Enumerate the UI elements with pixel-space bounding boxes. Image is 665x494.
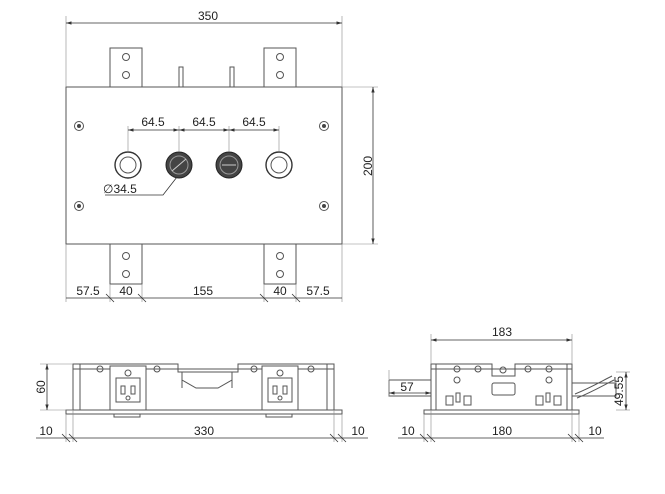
hole-3 [215,151,243,179]
dim-side-left-offset: 57 [400,380,414,394]
bracket-hole [276,252,284,260]
bracket-hole [122,252,130,260]
dim-side-bottom-right: 10 [588,424,602,438]
bracket-hole [122,53,130,61]
dim-hole-diameter: ∅34.5 [103,182,137,196]
bracket-hole [122,270,130,278]
hole-4 [265,151,293,179]
dim-bottom-1: 57.5 [76,284,100,298]
bracket-top-left [109,47,143,88]
pin [178,66,184,88]
dim-spacing-1: 64.5 [141,115,165,129]
front-socket-left [109,365,147,411]
dim-bottom-3: 155 [193,284,213,298]
dim-front-right: 10 [351,424,365,438]
top-view: 350 200 64.5 64.5 64.5 ∅34.5 57.5 40 [65,9,378,303]
main-plate [65,86,343,245]
corner-screws [74,121,329,211]
front-view: 60 10 330 10 [34,363,368,443]
side-latch [491,382,516,396]
front-socket-right [261,365,299,411]
dim-spacing-2: 64.5 [192,115,216,129]
dim-bottom-5: 57.5 [306,284,330,298]
front-base-plate [65,409,343,415]
bracket-hole [276,53,284,61]
dim-side-top-width: 183 [492,325,512,339]
dim-front-left: 10 [39,424,53,438]
bracket-hole [276,270,284,278]
hole-2 [165,151,193,179]
dim-bottom-4: 40 [273,284,287,298]
dim-front-width: 330 [194,424,214,438]
hole-1 [114,151,142,179]
pin [229,66,235,88]
side-view: 183 57 49.55 10 180 10 [388,325,630,443]
bracket-hole [276,71,284,79]
side-arm-right [572,382,617,397]
side-outlet-left [445,392,472,406]
diameter-leader [105,176,178,196]
dim-height: 200 [361,156,375,176]
dim-front-height: 60 [34,380,48,394]
side-base-plate [423,409,580,415]
dim-bottom-2: 40 [119,284,133,298]
bracket-hole [122,71,130,79]
dim-side-bottom-width: 180 [492,424,512,438]
dim-side-right-height: 49.55 [612,376,626,406]
side-outlet-right [535,392,562,406]
dim-overall-width: 350 [198,9,218,23]
dim-spacing-3: 64.5 [242,115,266,129]
dim-side-bottom-left: 10 [401,424,415,438]
